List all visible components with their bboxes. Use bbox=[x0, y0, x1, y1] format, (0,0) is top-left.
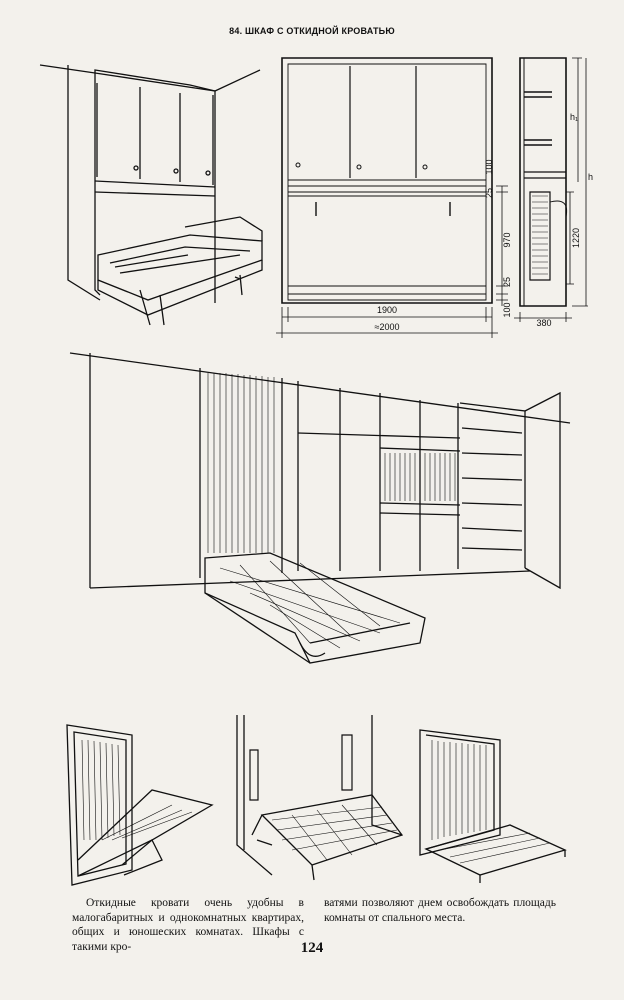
dim-height-bed: 970 bbox=[502, 232, 512, 247]
side-section-figure: h₁ h 1220 380 bbox=[508, 52, 593, 328]
caption-right-column: ватями позволяют днем освобождать площад… bbox=[324, 897, 556, 924]
caption-left-column: Откидные кровати очень удобны в малогаба… bbox=[72, 897, 304, 953]
dim-label-h: h bbox=[588, 172, 593, 182]
page-title: 84. ШКАФ С ОТКИДНОЙ КРОВАТЬЮ bbox=[229, 26, 395, 36]
dim-height-gap-bottom: 25 bbox=[502, 277, 512, 287]
front-elevation-figure: 1900 ≈2000 100 25 970 25 100 bbox=[270, 50, 512, 345]
dim-width-outer: ≈2000 bbox=[375, 322, 400, 332]
dim-height-gap-top: 25 bbox=[484, 188, 494, 198]
dim-bed-height: 1220 bbox=[571, 228, 581, 248]
dim-height-top: 100 bbox=[484, 159, 494, 174]
wall-unit-perspective-figure bbox=[70, 343, 570, 673]
dim-depth: 380 bbox=[536, 318, 551, 328]
perspective-cabinet-figure bbox=[40, 55, 275, 330]
page-number: 124 bbox=[300, 940, 324, 956]
small-cabinet-bed-figure bbox=[62, 720, 222, 890]
piston-bed-figure bbox=[232, 715, 412, 885]
wardrobe-bed-figure bbox=[420, 725, 570, 885]
dim-label-h1: h₁ bbox=[570, 112, 578, 122]
dim-height-base: 100 bbox=[502, 302, 512, 317]
dim-width-inner: 1900 bbox=[377, 305, 397, 315]
